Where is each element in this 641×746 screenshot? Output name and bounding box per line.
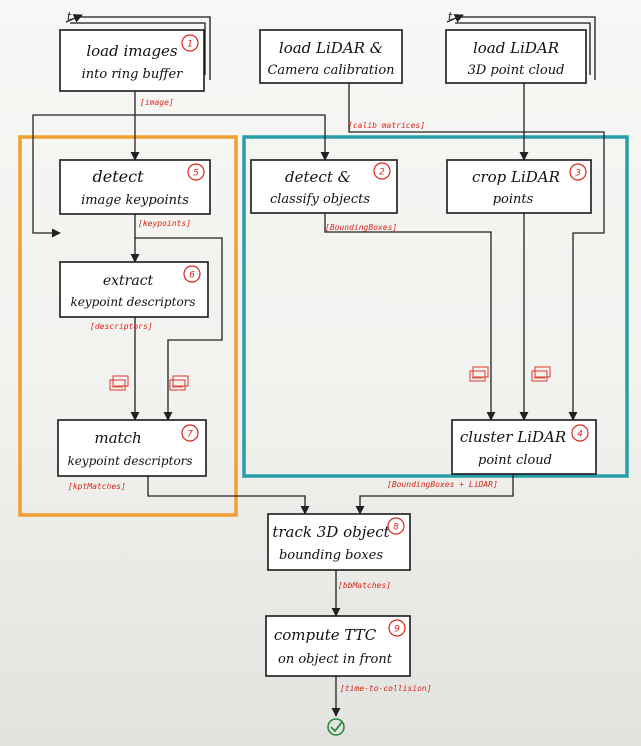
detect-classify-line1: detect & (285, 168, 351, 186)
match-descriptors-box: match keypoint descriptors 7 (57, 419, 207, 477)
frame-pair-icon-right-1 (469, 366, 489, 382)
step-number-6: 6 (189, 271, 195, 281)
load-images-box: load images into ring buffer 1 t (59, 10, 211, 92)
compute-ttc-line2: on object in front (278, 652, 393, 667)
detect-classify-line2: classify objects (270, 192, 370, 207)
crop-lidar-line1: crop LiDAR (472, 168, 560, 186)
step-number-7: 7 (187, 430, 193, 440)
label-kpt-matches: [kptMatches] (68, 482, 126, 491)
label-descriptors: [descriptors] (90, 322, 153, 331)
load-lidar-line2: 3D point cloud (468, 63, 565, 78)
label-bbox-lidar: [BoundingBoxes + LiDAR] (387, 480, 498, 489)
detect-keypoints-line1: detect (93, 167, 145, 186)
label-keypoints: [keypoints] (138, 219, 191, 228)
load-calibration-box: load LiDAR & Camera calibration (259, 29, 403, 84)
load-calibration-line1: load LiDAR & (279, 39, 383, 57)
label-time-to-collision: [time-to-collision] (340, 684, 432, 693)
step-number-4: 4 (577, 430, 583, 440)
detect-keypoints-box: detect image keypoints 5 (59, 159, 211, 215)
track-objects-line1: track 3D object (272, 523, 390, 541)
detect-keypoints-line2: image keypoints (81, 193, 189, 208)
track-objects-line2: bounding boxes (279, 548, 383, 563)
frame-pair-icon-left-1 (109, 375, 129, 391)
cluster-lidar-line1: cluster LiDAR (460, 428, 566, 446)
extract-descriptors-line1: extract (103, 273, 154, 289)
step-number-9: 9 (394, 625, 400, 635)
compute-ttc-box: compute TTC on object in front 9 (265, 615, 411, 677)
label-bounding-boxes: [BoundingBoxes] (325, 223, 397, 232)
crop-lidar-line2: points (493, 192, 534, 207)
label-bb-matches: [bbMatches] (338, 581, 391, 590)
step-number-5: 5 (193, 169, 199, 179)
checkmark-circle-icon (327, 718, 345, 736)
step-number-8: 8 (393, 523, 399, 533)
load-calibration-line2: Camera calibration (267, 63, 394, 78)
time-marker-images: t (67, 10, 72, 23)
cluster-lidar-line2: point cloud (478, 453, 552, 468)
step-number-3: 3 (575, 169, 581, 179)
label-image: [image] (140, 98, 174, 107)
frame-pair-icon-left-2 (169, 375, 189, 391)
extract-descriptors-line2: keypoint descriptors (70, 295, 195, 309)
track-objects-box: track 3D object bounding boxes 8 (267, 513, 411, 571)
label-calib-matrices: [calib matrices] (348, 121, 425, 130)
step-number-1: 1 (187, 40, 193, 50)
load-images-line1: load images (86, 42, 178, 60)
extract-descriptors-box: extract keypoint descriptors 6 (59, 261, 209, 318)
data-labels: [image] [calib matrices] [keypoints] [Bo… (68, 98, 498, 693)
time-marker-lidar: t (448, 10, 453, 23)
frame-pair-icon-right-2 (531, 366, 551, 382)
step-number-2: 2 (379, 168, 385, 178)
load-lidar-box: load LiDAR 3D point cloud t (445, 10, 596, 84)
match-descriptors-line1: match (94, 429, 141, 447)
detect-classify-box: detect & classify objects 2 (250, 159, 398, 214)
load-lidar-line1: load LiDAR (473, 39, 559, 57)
load-images-line2: into ring buffer (82, 67, 184, 82)
orange-group-frame (18, 135, 238, 517)
teal-group-frame (242, 135, 629, 478)
match-descriptors-line2: keypoint descriptors (67, 454, 192, 468)
compute-ttc-line1: compute TTC (274, 626, 377, 644)
connectors (32, 83, 605, 717)
crop-lidar-box: crop LiDAR points 3 (446, 159, 592, 214)
cluster-lidar-box: cluster LiDAR point cloud 4 (451, 419, 597, 475)
